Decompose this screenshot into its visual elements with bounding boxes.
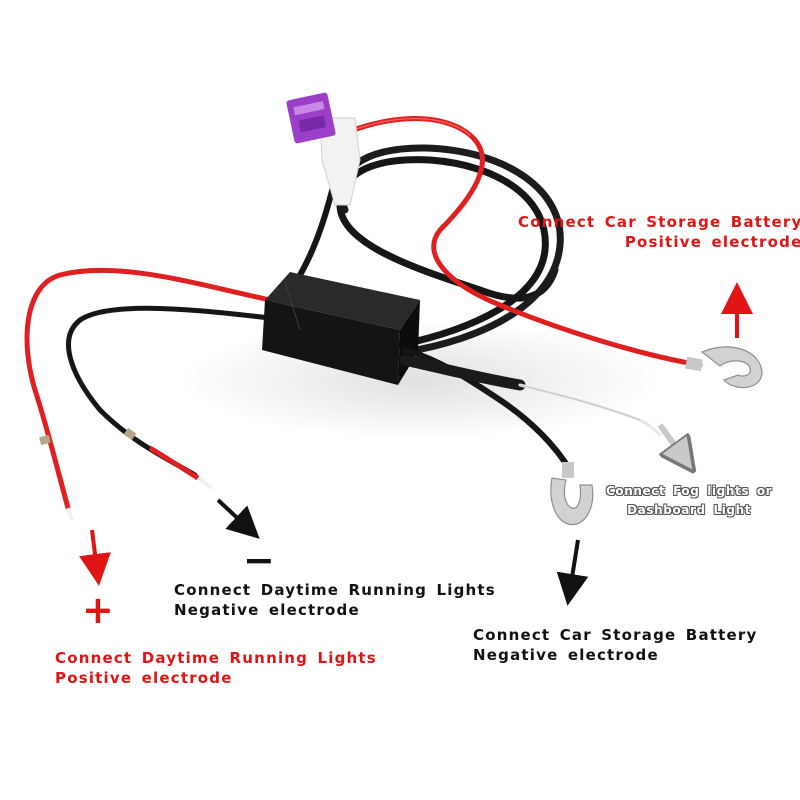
arrow-battery-negative xyxy=(556,539,589,606)
black-loop-wire-2 xyxy=(338,144,564,356)
plus-sign: + xyxy=(82,588,114,632)
label-drl-negative-line2: Negative electrode xyxy=(174,601,360,619)
arrow-drl-positive xyxy=(79,529,111,586)
label-drl-negative-line1: Connect Daytime Running Lights xyxy=(174,581,496,599)
positive-terminal-icon xyxy=(685,346,763,389)
label-battery-negative-line2: Negative electrode xyxy=(473,646,659,664)
sleeve-wire xyxy=(399,354,526,391)
black-loop-wire xyxy=(336,156,559,349)
negative-terminal-icon xyxy=(550,462,594,526)
arrow-fog-lights xyxy=(657,423,684,458)
minus-sign: − xyxy=(243,538,275,582)
fuse-icon xyxy=(286,92,336,144)
fuse-holder-sleeve xyxy=(319,117,361,206)
label-drl-negative: Connect Daytime Running Lights Negative … xyxy=(174,580,496,620)
arrow-drl-negative xyxy=(216,498,260,539)
label-battery-positive-line2: Positive electrode xyxy=(624,233,800,251)
label-fog-lights-line1: Connect Fog lights or xyxy=(606,484,773,498)
red-stub-drl-negative xyxy=(148,445,200,481)
black-wire-drl-negative xyxy=(66,305,273,478)
label-fog-lights-line2: Dashboard Light xyxy=(627,503,752,517)
drl-negative-wire-end xyxy=(196,476,214,490)
label-drl-positive-line1: Connect Daytime Running Lights xyxy=(55,649,377,667)
label-battery-positive-line1: Connect Car Storage Battery xyxy=(518,213,800,231)
label-battery-positive: Connect Car Storage Battery Positive ele… xyxy=(518,212,800,252)
label-drl-positive: Connect Daytime Running Lights Positive … xyxy=(55,648,377,688)
label-fog-lights: Connect Fog lights or Dashboard Light xyxy=(606,482,772,520)
label-battery-negative-line1: Connect Car Storage Battery xyxy=(473,626,758,644)
label-battery-negative: Connect Car Storage Battery Negative ele… xyxy=(473,625,757,665)
label-drl-positive-line2: Positive electrode xyxy=(55,669,233,687)
drl-positive-wire-end xyxy=(66,507,74,521)
